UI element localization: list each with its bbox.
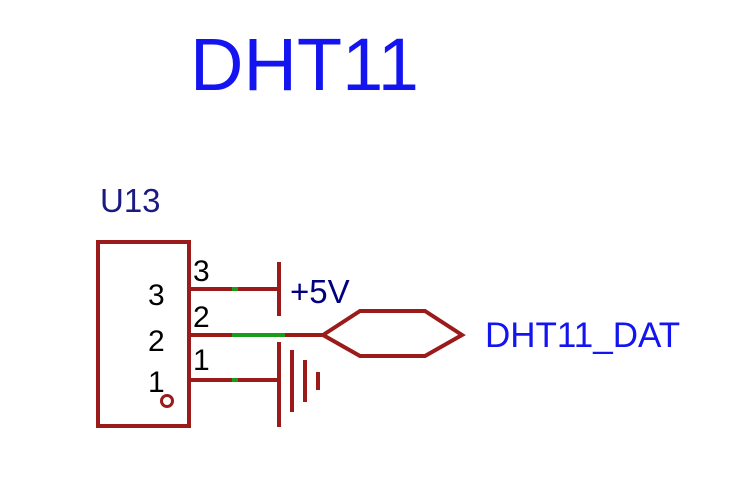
- net-label-text: DHT11_DAT: [485, 316, 680, 355]
- pin-number-1: 1: [193, 344, 210, 377]
- pin-number-2: 2: [193, 301, 210, 334]
- pin-label-3: 3: [148, 279, 165, 312]
- diagram-title: DHT11: [190, 23, 419, 106]
- pin-number-3: 3: [193, 255, 210, 288]
- pin-label-1: 1: [148, 366, 165, 399]
- pin1-indicator-icon: [160, 394, 174, 408]
- component-ref: U13: [100, 182, 161, 219]
- power-label: +5V: [290, 273, 350, 310]
- ground-icon: [277, 342, 320, 427]
- component-body: [96, 240, 191, 428]
- net-label-shape: [319, 309, 466, 358]
- pin-label-2: 2: [148, 325, 165, 358]
